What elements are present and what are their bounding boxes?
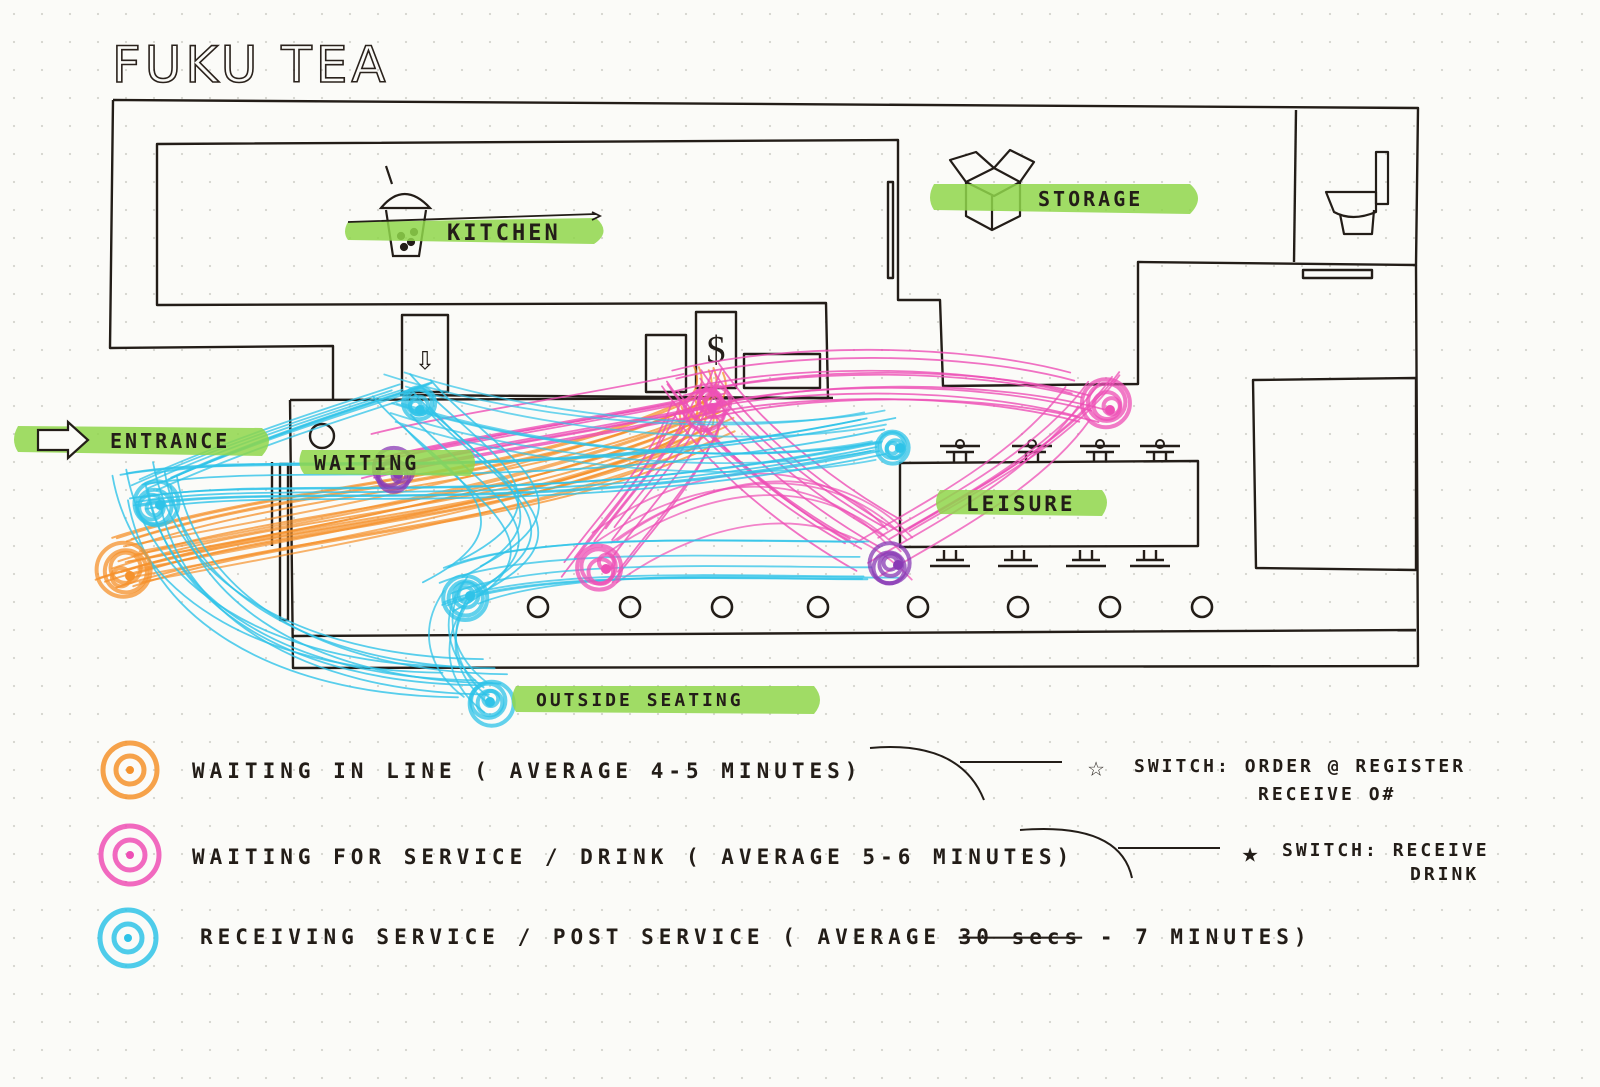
stool-icon [712,597,732,617]
chair-icon [1080,440,1120,462]
toilet-icon [1326,152,1388,234]
flow-line [611,483,906,542]
zone-label-outside: OUTSIDE SEATING [512,686,820,714]
stool-row [528,597,1212,617]
note-drink-switch: SWITCH: RECEIVE DRINK [1282,840,1490,885]
label-outside-seating: OUTSIDE SEATING [536,690,744,711]
label-leisure: LEISURE [966,492,1076,516]
note-line: RECEIVE O# [1258,784,1396,805]
label-waiting: WAITING [314,451,419,475]
note-line: SWITCH: RECEIVE [1282,840,1490,861]
stool-icon [1008,597,1028,617]
flow-line [672,350,1070,373]
flow-line [447,578,867,605]
note-register-switch: SWITCH: ORDER @ REGISTER RECEIVE O# [1134,756,1466,805]
dwell-spot-cyan [877,432,909,464]
chair-icon [1130,550,1170,566]
legend-item-orange: WAITING IN LINE ( AVERAGE 4-5 MINUTES) [103,743,862,797]
stool-icon [1192,597,1212,617]
flow-line [856,387,1066,543]
flow-line [442,578,862,605]
legend-text-waiting-line: WAITING IN LINE ( AVERAGE 4-5 MINUTES) [192,759,862,783]
dwell-spot-pink [577,546,621,590]
label-kitchen: KITCHEN [447,221,561,246]
page-title: FUKU TEA [112,36,390,94]
chair-icon [1140,440,1180,462]
flow-line [617,523,912,582]
label-entrance: ENTRANCE [110,429,230,453]
legend-item-cyan: RECEIVING SERVICE / POST SERVICE ( AVERA… [100,910,1312,966]
flow-line [444,541,864,568]
register-icon: $ [707,329,726,371]
note-line: SWITCH: ORDER @ REGISTER [1134,756,1466,777]
bubble-tea-icon [381,166,430,256]
legend: WAITING IN LINE ( AVERAGE 4-5 MINUTES) W… [100,743,1312,966]
star-icon: ★ [1242,836,1259,869]
zone-label-kitchen: KITCHEN [345,212,604,246]
zone-label-waiting: WAITING [299,450,475,476]
dwell-spot-cyan [470,682,514,726]
customer-flow-paths [96,350,1120,713]
stool-icon [908,597,928,617]
zone-label-entrance: ENTRANCE [14,422,269,458]
legend-item-pink: WAITING FOR SERVICE / DRINK ( AVERAGE 5-… [101,826,1074,884]
label-storage: STORAGE [1038,187,1143,211]
legend-text-waiting-service: WAITING FOR SERVICE / DRINK ( AVERAGE 5-… [192,845,1074,869]
dwell-spot-cyan [134,481,178,525]
flow-line [478,576,898,603]
stool-icon [808,597,828,617]
note-line: DRINK [1410,864,1479,885]
chair-icon [998,550,1038,566]
chair-icon [1066,550,1106,566]
pickup-arrow-icon: ⇩ [415,339,435,379]
stool-icon [528,597,548,617]
dwell-spot-orange [97,543,151,597]
chair-icon [940,440,980,462]
struck-text: 30 secs [959,925,1083,949]
legend-text-receiving-service: RECEIVING SERVICE / POST SERVICE ( AVERA… [200,925,1312,949]
zone-label-leisure: LEISURE [936,490,1107,516]
walls [110,100,1418,668]
chair-icon [930,550,970,566]
zone-label-storage: STORAGE [930,184,1198,214]
star-icon: ☆ [1088,750,1105,783]
stool-icon [1100,597,1120,617]
stool-icon [620,597,640,617]
